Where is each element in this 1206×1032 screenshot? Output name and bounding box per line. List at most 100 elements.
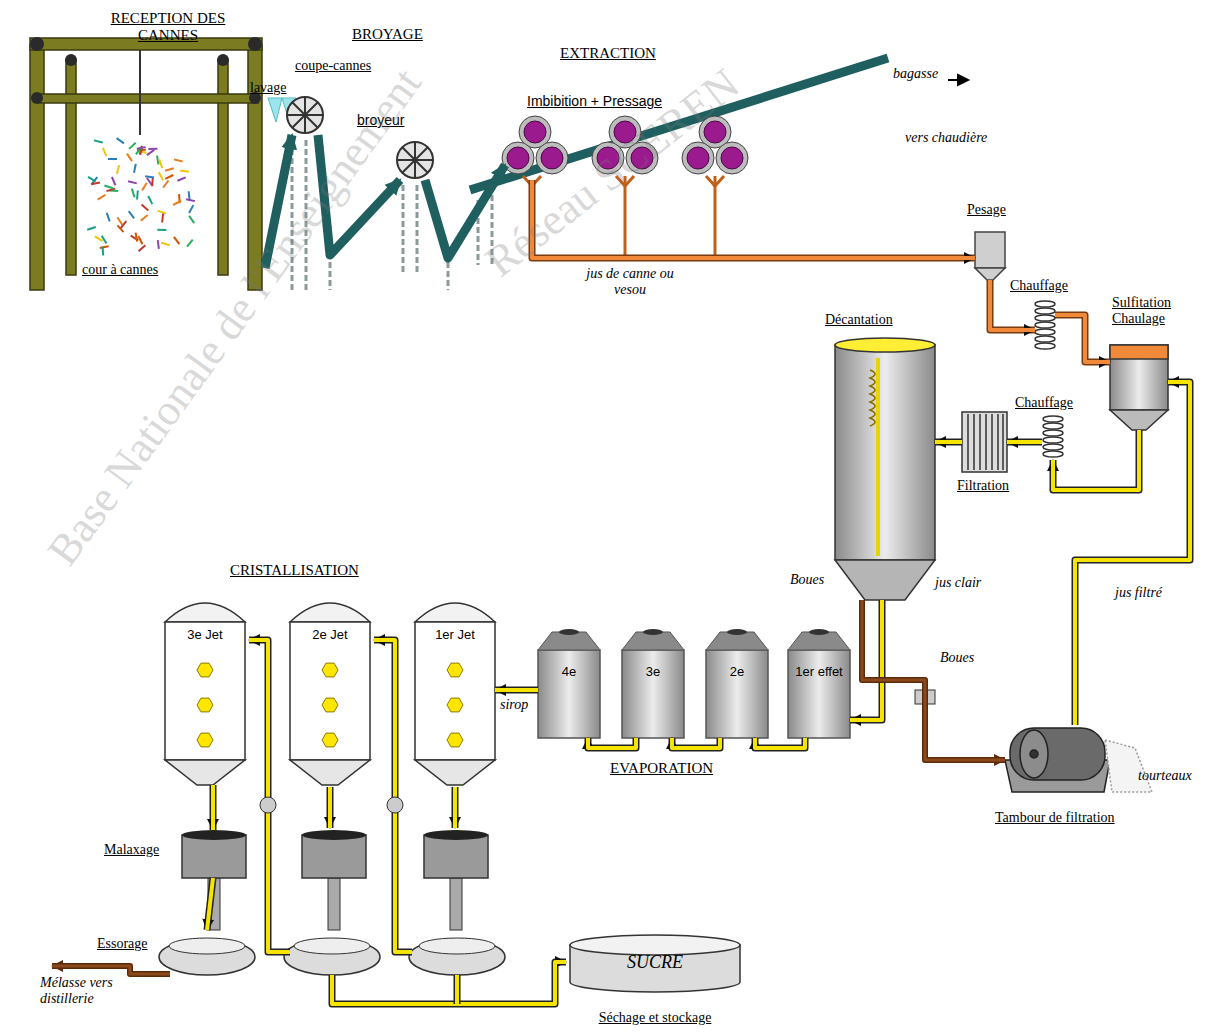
crystal — [197, 733, 213, 747]
mixer-tub — [424, 835, 488, 878]
pipe — [850, 600, 882, 720]
centrifuge — [409, 939, 505, 975]
sulfitation-tank — [1110, 345, 1168, 359]
node-label: 1er Jet — [415, 628, 495, 643]
sulfitation-tank — [1110, 410, 1168, 430]
centrifuge-top — [169, 938, 245, 954]
node-label: Décantation — [825, 312, 893, 328]
heater-coil — [1035, 322, 1055, 328]
cane — [141, 215, 148, 221]
pipe — [211, 785, 215, 830]
heater-coil — [1035, 301, 1063, 457]
drum-filter — [1105, 740, 1152, 792]
sulfitation-tank — [1110, 345, 1168, 430]
pipe — [210, 785, 217, 830]
cane — [162, 214, 163, 223]
filter-press — [962, 412, 1007, 472]
evaporator-body — [788, 650, 850, 738]
pipe — [249, 640, 290, 952]
frame-cap — [30, 37, 44, 51]
bagasse-arrow — [958, 75, 968, 85]
pipe — [1007, 440, 1042, 444]
cane — [163, 180, 168, 187]
crystal — [447, 663, 463, 677]
cane — [189, 216, 194, 223]
flow-label: Mélasse vers distillerie — [40, 975, 135, 1007]
cane — [145, 176, 154, 177]
pump — [387, 797, 403, 813]
cane — [137, 147, 146, 149]
cane — [147, 150, 154, 155]
section-heading: BROYAGE — [352, 26, 423, 43]
cane — [142, 183, 147, 191]
node-label: Pesage — [967, 202, 1006, 218]
crystal — [197, 663, 213, 677]
pipe — [1055, 315, 1110, 362]
reception-frame — [66, 60, 76, 275]
crane-cable — [139, 50, 141, 135]
cane — [87, 227, 96, 230]
heater-coil: Chauffage — [1042, 415, 1064, 460]
sugar-silo: SUCRESéchage et stockage — [570, 935, 740, 990]
pipe — [328, 787, 332, 828]
pipe — [935, 440, 962, 444]
mill-roller — [507, 147, 529, 169]
mixer-stem — [328, 878, 340, 930]
pipe — [207, 878, 213, 930]
cane — [174, 159, 183, 161]
support-column — [329, 262, 332, 290]
pipe — [1055, 315, 1110, 362]
cane — [127, 154, 132, 162]
clarifier — [835, 338, 935, 600]
cane — [134, 164, 136, 173]
crystal — [322, 698, 338, 712]
pipe — [672, 738, 720, 748]
cane — [117, 217, 122, 225]
reception-frame — [30, 38, 262, 290]
crystal — [322, 663, 338, 677]
cane — [128, 181, 137, 183]
mill-roller — [721, 147, 743, 169]
node-label: EXTRACTION — [560, 45, 656, 62]
flow-label: jus de canne ou vesou — [585, 266, 675, 298]
crystallizer-body — [165, 622, 245, 760]
cane — [88, 177, 96, 182]
pipe — [935, 439, 962, 446]
mixer-stem — [208, 878, 220, 930]
crystallizer: 2e Jet — [290, 600, 370, 785]
cane — [129, 143, 136, 149]
pipe — [588, 738, 636, 748]
flow-label: jus clair — [935, 575, 981, 591]
crystallizer-dome — [415, 603, 495, 622]
mill-roller — [524, 121, 546, 143]
crystal — [447, 698, 463, 712]
cane — [138, 236, 142, 244]
reception-frame — [218, 60, 228, 275]
cane — [157, 229, 166, 231]
process-pipe — [862, 600, 1005, 760]
pipe — [1007, 439, 1042, 446]
pipe — [249, 640, 290, 952]
node-label: Tambour de filtration — [995, 810, 1115, 826]
process-pipe — [207, 878, 213, 930]
cane — [177, 177, 185, 180]
cane — [121, 221, 127, 228]
pipe — [1053, 430, 1139, 490]
mill-roller — [687, 147, 709, 169]
reception-yard: RECEPTION DES CANNEScour à cannes — [30, 40, 265, 285]
filter-press — [962, 412, 1007, 472]
weighing-tank — [975, 268, 1005, 280]
cane — [189, 205, 193, 213]
weighing-tank — [975, 232, 1005, 280]
reception-frame — [30, 45, 44, 290]
crystallizer-cone — [290, 760, 370, 785]
cane — [158, 240, 159, 249]
weighing-tank — [975, 232, 1005, 268]
pipe — [862, 600, 1005, 760]
clarifier: Décantation — [835, 340, 935, 600]
frame-cap — [217, 54, 229, 66]
pipe — [862, 600, 1005, 760]
node-label: 3e — [622, 665, 684, 680]
mixer-stem — [450, 878, 462, 930]
reception-frame — [40, 94, 258, 103]
